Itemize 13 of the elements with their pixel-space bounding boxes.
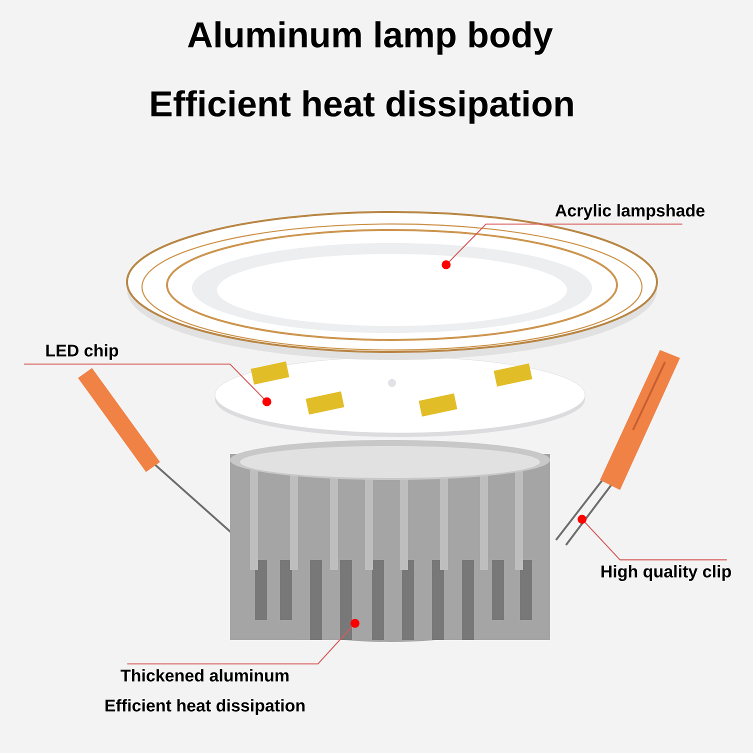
callout-label: Thickened aluminum Efficient heat dissipation [106,669,305,715]
heat-sink-drawing [230,440,550,642]
heading-line: Efficient heat dissipation [151,90,573,124]
callout-label: LED chip [46,344,118,360]
led-board-drawing [214,356,586,437]
leader-line [442,224,682,270]
leader-line [127,618,360,664]
callout-label: Acrylic lampshade [555,204,705,220]
callout-label: High quality clip [602,565,731,581]
spring-clip-drawing [555,350,680,546]
title: Aluminum lamp body [188,21,553,55]
leader-line [578,514,727,560]
leader-line [24,364,272,406]
